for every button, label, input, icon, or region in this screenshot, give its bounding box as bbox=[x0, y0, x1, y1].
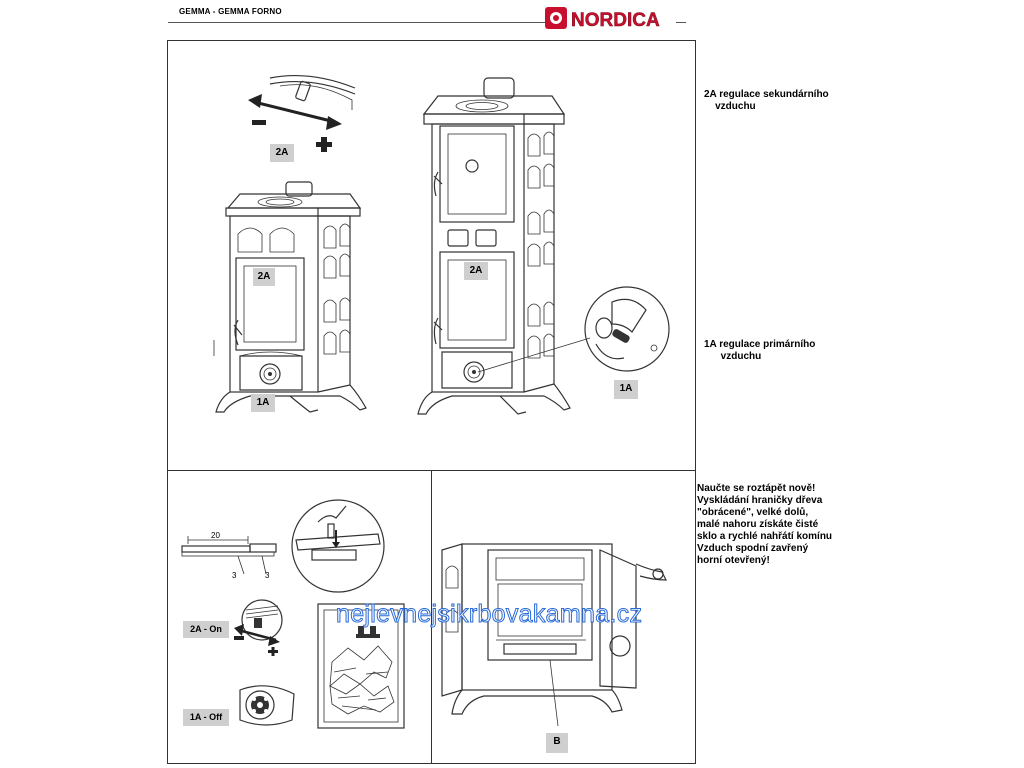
gemma-stove-drawing bbox=[213, 181, 367, 413]
label-1a-off: 1A - Off bbox=[183, 709, 229, 726]
primary-air-knob-off bbox=[239, 685, 295, 726]
open-door-panel bbox=[431, 470, 696, 764]
gemma-forno-stove-drawing bbox=[417, 77, 591, 415]
label-1a-gemma: 1A bbox=[251, 394, 275, 412]
label-2a-on: 2A - On bbox=[183, 621, 229, 638]
document-title: GEMMA - GEMMA FORNO bbox=[179, 7, 282, 16]
secondary-air-note: 2A regulace sekundárního vzduchu bbox=[704, 89, 829, 112]
label-2a-gemma: 2A bbox=[253, 268, 275, 286]
secondary-air-lever-on bbox=[234, 599, 283, 656]
lighting-tip-note: Naučte se roztápět nově! Vyskládání hran… bbox=[697, 483, 833, 566]
label-1a-detail: 1A bbox=[614, 380, 638, 399]
header-rule-end bbox=[676, 22, 686, 23]
label-2a-top: 2A bbox=[270, 144, 294, 162]
label-b: B bbox=[546, 733, 568, 753]
header-rule bbox=[168, 22, 545, 23]
secondary-air-lever-diagram bbox=[248, 74, 356, 152]
lighting-closeup-diagram bbox=[291, 499, 385, 593]
grate-dimension-diagram bbox=[181, 536, 277, 575]
wood-stack-firebox bbox=[317, 603, 405, 729]
label-2a-forno: 2A bbox=[464, 262, 488, 280]
primary-air-note: 1A regulace primárního vzduchu bbox=[704, 339, 816, 362]
dimension-3b: 3 bbox=[265, 571, 270, 580]
brand-name: NORDICA bbox=[571, 10, 660, 31]
dimension-3a: 3 bbox=[232, 571, 237, 580]
dimension-20: 20 bbox=[211, 531, 220, 540]
nordica-logo: NORDICA bbox=[545, 7, 660, 31]
open-firebox-drawing bbox=[441, 543, 667, 727]
primary-air-knob-detail bbox=[584, 286, 670, 372]
site-watermark: nejlevnejsikrbovakamna.cz bbox=[335, 600, 643, 629]
